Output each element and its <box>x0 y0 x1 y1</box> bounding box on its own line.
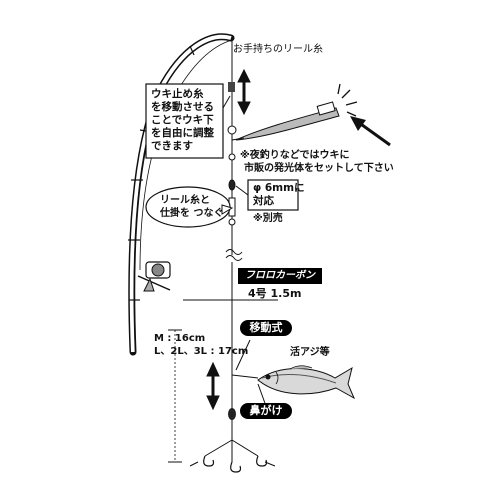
length-l: L、2L、3L : 17cm <box>154 346 249 357</box>
night-note-line1: ※夜釣りなどではウキに <box>240 150 350 161</box>
double-arrow-top <box>237 68 251 116</box>
leader-material-badge: フロロカーボン <box>238 268 322 284</box>
spinning-reel <box>137 261 171 292</box>
terminal-hooks <box>189 420 276 473</box>
fish-icon <box>257 365 356 400</box>
beads-and-swivel <box>227 125 237 226</box>
dimension-line <box>168 329 182 463</box>
hook-leader <box>231 339 267 407</box>
moving-type-badge: 移動式 <box>240 320 292 336</box>
size-box <box>247 179 299 211</box>
live-bait-label: 活アジ等 <box>290 347 330 358</box>
nose-hook-badge: 鼻がけ <box>240 403 292 419</box>
double-arrow-bottom <box>206 361 220 411</box>
float-stopper-knot <box>228 82 235 92</box>
sold-separately: ※別売 <box>253 213 283 224</box>
main-line-label: お手持ちのリール糸 <box>233 44 323 55</box>
night-note-line2: 市販の発光体をセットして下さい <box>244 163 394 174</box>
length-m: M : 16cm <box>154 333 206 344</box>
glow-pointer-arrow <box>350 116 391 147</box>
main-line <box>225 40 243 440</box>
sinker-icon <box>228 408 236 420</box>
speech-bubble <box>145 186 234 228</box>
leader-spec: 4号 1.5m <box>248 287 302 300</box>
note-box <box>145 83 224 159</box>
float-stop-note: ウキ止め糸 を移動させる ことでウキ下 を自由に調整 できます <box>151 88 214 152</box>
size-note: φ 6mmに 対応 <box>253 182 305 207</box>
connect-note: リール糸と 仕掛を つなぐ <box>160 195 224 219</box>
float-icon <box>231 83 358 141</box>
